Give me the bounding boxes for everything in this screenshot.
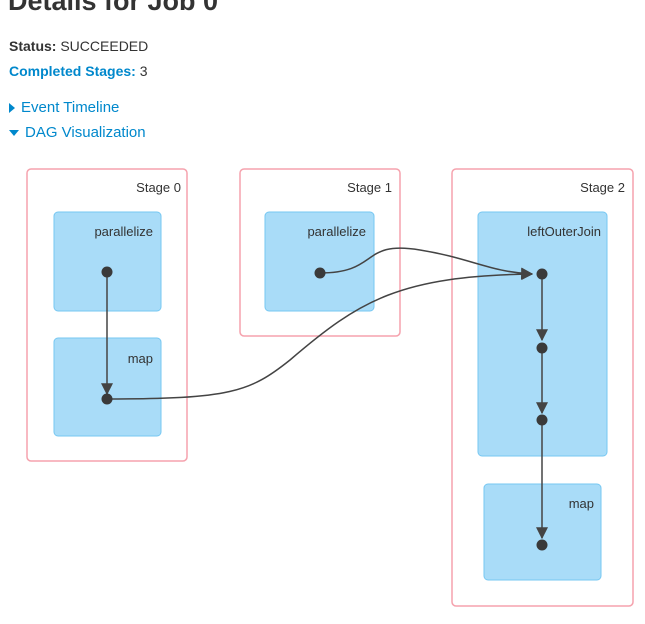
node-dot[interactable] — [536, 414, 548, 426]
status-label: Status: — [9, 38, 57, 54]
status-line: Status: SUCCEEDED — [9, 38, 148, 54]
stage-1-label: Stage 1 — [347, 180, 392, 195]
collapse-arrow-icon — [9, 129, 19, 136]
node-dot[interactable] — [536, 342, 548, 354]
expand-arrow-icon — [9, 102, 15, 113]
dag-nodes — [101, 266, 548, 551]
event-timeline-label: Event Timeline — [21, 99, 120, 116]
rdd-parallelize-0-label: parallelize — [94, 224, 153, 239]
node-dot[interactable] — [314, 267, 326, 279]
node-dot[interactable] — [101, 393, 113, 405]
completed-stages-link[interactable]: Completed Stages: — [9, 63, 136, 79]
rdd-parallelize-1-label: parallelize — [307, 224, 366, 239]
node-dot[interactable] — [101, 266, 113, 278]
completed-stages-line[interactable]: Completed Stages: 3 — [9, 63, 148, 79]
stage-0-label: Stage 0 — [136, 180, 181, 195]
edge-stage0-to-join — [106, 268, 534, 400]
rdd-map-2-label: map — [569, 496, 594, 511]
edge-stage1-to-join — [319, 247, 534, 280]
stage-2-label: Stage 2 — [580, 180, 625, 195]
page-title: Details for Job 0 — [8, 0, 219, 16]
node-dot[interactable] — [536, 539, 548, 551]
rdd-map-0-label: map — [128, 351, 153, 366]
completed-stages-count: 3 — [139, 63, 148, 79]
dag-visualization-label: DAG Visualization — [25, 124, 146, 141]
dag-edges — [101, 247, 548, 540]
node-dot[interactable] — [536, 268, 548, 280]
event-timeline-toggle[interactable]: Event Timeline — [9, 99, 119, 116]
dag-visualization-toggle[interactable]: DAG Visualization — [9, 124, 146, 141]
stage-1-cluster[interactable]: Stage 1 parallelize — [239, 168, 401, 337]
status-value: SUCCEEDED — [60, 38, 149, 54]
rdd-leftouterjoin-label: leftOuterJoin — [527, 224, 601, 239]
rdd-parallelize-1-box[interactable] — [264, 211, 375, 312]
